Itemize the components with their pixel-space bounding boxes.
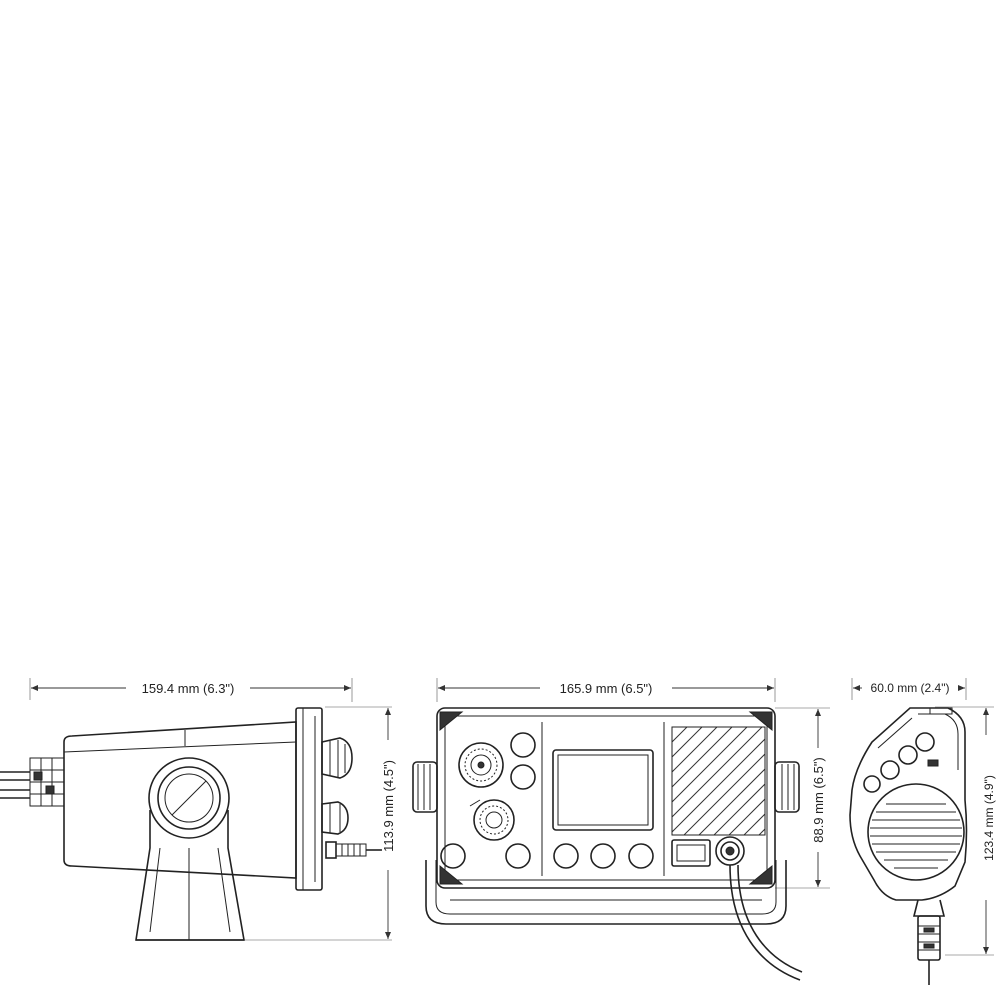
mic-height-dimension: 123.4 mm (4.9") <box>982 775 996 861</box>
mic-button[interactable] <box>898 745 918 765</box>
round-button[interactable] <box>628 843 654 869</box>
round-button[interactable] <box>510 764 536 790</box>
front-view: 165.9 mm (6.5") 88.9 mm (6.5") <box>412 678 830 981</box>
round-button[interactable] <box>553 843 579 869</box>
mic-button[interactable] <box>915 732 935 752</box>
round-button[interactable] <box>590 843 616 869</box>
side-view: 159.4 mm (6.3") 113.9 mm (4.5") <box>0 678 396 941</box>
mic-width-dimension: 60.0 mm (2.4") <box>871 681 950 695</box>
mic-button[interactable] <box>880 760 900 780</box>
mounting-bracket-side <box>135 757 245 941</box>
mic-indicator <box>927 759 939 767</box>
round-button[interactable] <box>505 843 531 869</box>
round-button[interactable] <box>440 843 466 869</box>
round-button[interactable] <box>510 732 536 758</box>
front-width-dimension: 165.9 mm (6.5") <box>560 681 653 696</box>
speaker-grille <box>672 727 765 835</box>
connector-port <box>671 839 711 867</box>
side-height-dimension: 113.9 mm (4.5") <box>381 760 396 852</box>
front-height-dimension: 88.9 mm (6.5") <box>811 757 826 843</box>
side-depth-dimension: 159.4 mm (6.3") <box>142 681 235 696</box>
microphone-view: 60.0 mm (2.4") 123.4 mm (4.9") <box>849 678 996 985</box>
squelch-knob[interactable] <box>473 799 515 841</box>
lcd-display <box>552 749 654 831</box>
mic-button[interactable] <box>863 775 881 793</box>
rear-connectors <box>0 757 65 807</box>
volume-knob[interactable] <box>458 742 504 788</box>
mic-speaker <box>867 783 965 881</box>
